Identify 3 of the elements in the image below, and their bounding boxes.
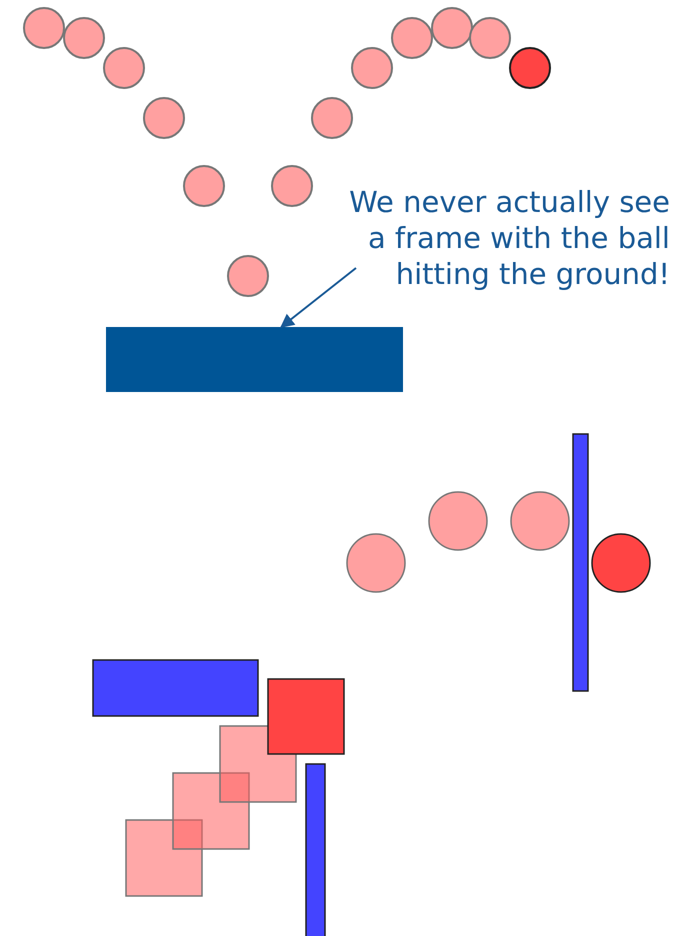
ground-bar bbox=[106, 327, 403, 392]
annotation-text: We never actually see a frame with the ball hitting the ground! bbox=[330, 184, 670, 292]
leader-arrow bbox=[280, 267, 357, 328]
